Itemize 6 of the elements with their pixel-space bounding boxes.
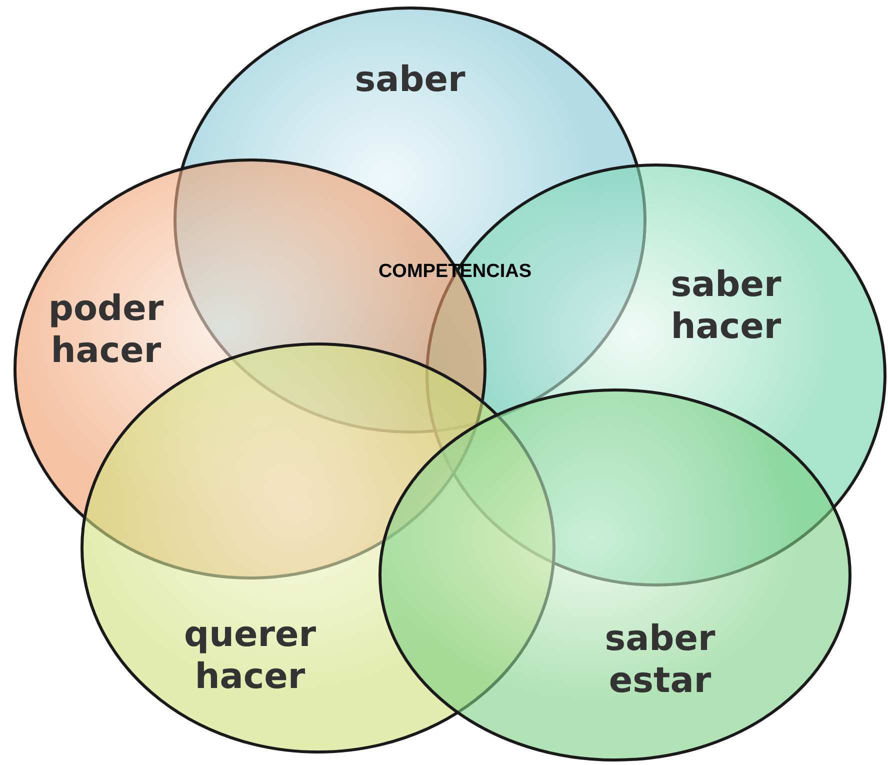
circle-label: saber estar [604,618,716,702]
circle-label: saber hacer [670,264,782,348]
circle-label: poder hacer [47,288,165,372]
venn-ellipse [378,388,852,762]
circle-label: saber [354,59,466,101]
circle-label: querer hacer [183,614,317,698]
